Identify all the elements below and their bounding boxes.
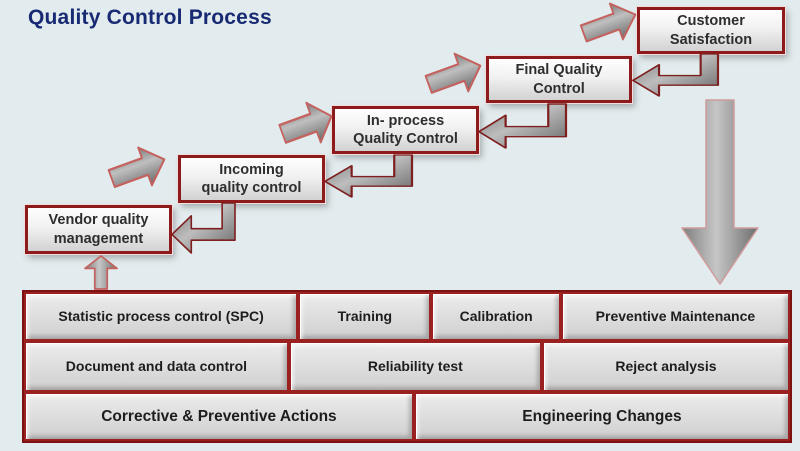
step-box-customer-satisfaction: Customer Satisfaction	[637, 7, 785, 54]
advance-arrow-icon	[105, 141, 171, 198]
grid-cell-corrective-preventive-actions: Corrective & Preventive Actions	[24, 392, 414, 441]
step-box-final-quality-control: Final Quality Control	[486, 56, 632, 103]
grid-cell-reliability-test: Reliability test	[288, 340, 542, 393]
grid-row: Corrective & Preventive Actions Engineer…	[24, 392, 790, 441]
grid-row: Statistic process control (SPC) Training…	[24, 292, 791, 341]
advance-arrow-icon	[422, 47, 487, 103]
advance-arrow-icon	[577, 0, 642, 51]
return-flow-arrow-icon	[631, 53, 720, 97]
input-up-arrow-icon	[84, 255, 118, 290]
grid-row: Document and data control Reliability te…	[24, 340, 790, 393]
grid-cell-engineering-changes: Engineering Changes	[413, 392, 790, 441]
grid-cell-document-and-data-control: Document and data control	[24, 340, 289, 393]
step-box-in-process-quality-control: In- process Quality Control	[332, 106, 479, 154]
grid-cell-statistic-process-control: Statistic process control (SPC)	[24, 292, 299, 341]
return-flow-arrow-icon	[171, 202, 236, 254]
return-flow-arrow-icon	[323, 154, 414, 198]
advance-arrow-icon	[275, 96, 338, 153]
quality-tools-grid: Statistic process control (SPC) Training…	[22, 290, 792, 443]
page-title: Quality Control Process	[28, 6, 272, 29]
step-box-incoming-quality-control: Incoming quality control	[178, 155, 325, 203]
grid-cell-preventive-maintenance: Preventive Maintenance	[560, 292, 791, 341]
grid-cell-reject-analysis: Reject analysis	[541, 340, 790, 393]
feedback-down-arrow-icon	[681, 99, 759, 285]
return-flow-arrow-icon	[477, 103, 568, 149]
step-box-vendor-quality-management: Vendor quality management	[25, 205, 172, 254]
grid-cell-calibration: Calibration	[431, 292, 561, 341]
grid-cell-training: Training	[298, 292, 432, 341]
